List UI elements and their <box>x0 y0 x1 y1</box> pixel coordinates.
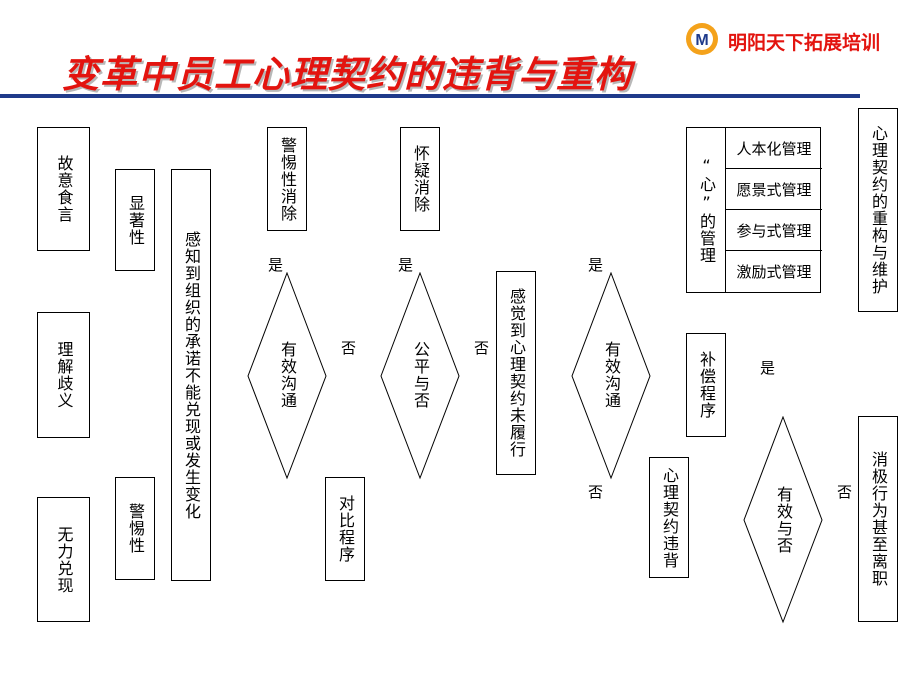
title-rule <box>0 94 860 98</box>
doubt-off-text: 怀疑消除 <box>411 145 430 213</box>
management-item-2: 愿景式管理 <box>726 169 822 210</box>
rebuild-box: 心理契约的重构与维护 <box>858 108 898 312</box>
brand-logo-icon: M <box>686 23 718 55</box>
decision-diamond-2 <box>380 272 460 480</box>
management-item-3: 参与式管理 <box>726 210 822 251</box>
decision-diamond-3 <box>571 272 651 480</box>
compensate-box: 补偿程序 <box>686 333 726 437</box>
cause-box-1: 故意食言 <box>37 127 90 251</box>
cause-2-text: 理解歧义 <box>54 341 74 409</box>
decision-diamond-4 <box>743 416 823 624</box>
alert-off-box: 警惕性消除 <box>267 127 307 231</box>
yes-label-3: 是 <box>588 256 604 274</box>
heart-management-text: “心”的管理 <box>697 156 716 264</box>
yes-label-4: 是 <box>760 359 776 377</box>
violation-text: 心理契约违背 <box>660 466 679 569</box>
no-label-2: 否 <box>474 339 490 357</box>
management-list: 人本化管理 愿景式管理 参与式管理 激励式管理 <box>725 127 822 293</box>
cause-box-3: 无力兑现 <box>37 497 90 622</box>
yes-label-2: 是 <box>398 256 414 274</box>
negative-box: 消极行为甚至离职 <box>858 416 898 622</box>
diamond-3-label: 有效沟通 <box>601 325 621 425</box>
diamond-3-text: 有效沟通 <box>602 341 621 409</box>
unfulfilled-box: 感觉到心理契约未履行 <box>496 271 536 475</box>
alertness-box: 警惕性 <box>115 477 155 580</box>
salience-text: 显著性 <box>126 194 145 246</box>
unfulfilled-text: 感觉到心理契约未履行 <box>507 288 526 458</box>
diamond-2-label: 公平与否 <box>410 325 430 425</box>
alert-off-text: 警惕性消除 <box>278 136 297 222</box>
diamond-4-text: 有效与否 <box>774 486 793 554</box>
cause-3-text: 无力兑现 <box>54 525 74 594</box>
alertness-text: 警惕性 <box>126 503 145 554</box>
cause-1-text: 故意食言 <box>54 155 74 223</box>
management-item-4: 激励式管理 <box>736 263 812 281</box>
no-label-4: 否 <box>837 483 853 501</box>
diamond-2-text: 公平与否 <box>411 341 430 409</box>
yes-label-1: 是 <box>268 256 284 274</box>
compare-text: 对比程序 <box>336 495 355 563</box>
page-title: 变革中员工心理契约的违背与重构 <box>62 53 632 96</box>
compensate-text: 补偿程序 <box>697 351 716 419</box>
logo-letter: M <box>695 32 708 49</box>
no-label-1: 否 <box>341 339 357 357</box>
decision-diamond-1 <box>247 272 327 480</box>
salience-box: 显著性 <box>115 169 155 271</box>
brand-name: 明阳天下拓展培训 <box>728 32 881 54</box>
cause-box-2: 理解歧义 <box>37 312 90 438</box>
heart-management-box: “心”的管理 <box>686 127 726 293</box>
negative-text: 消极行为甚至离职 <box>869 451 888 587</box>
management-item-1: 人本化管理 <box>726 128 822 169</box>
diamond-1-label: 有效沟通 <box>277 325 297 425</box>
diamond-4-label: 有效与否 <box>773 470 793 570</box>
diamond-1-text: 有效沟通 <box>278 341 297 409</box>
doubt-off-box: 怀疑消除 <box>400 127 440 231</box>
no-label-3: 否 <box>588 483 604 501</box>
perceive-box: 感知到组织的承诺不能兑现或发生变化 <box>171 169 211 581</box>
perceive-text: 感知到组织的承诺不能兑现或发生变化 <box>182 230 201 520</box>
violation-box: 心理契约违背 <box>649 457 689 578</box>
rebuild-text: 心理契约的重构与维护 <box>869 125 888 295</box>
compare-box: 对比程序 <box>325 477 365 581</box>
